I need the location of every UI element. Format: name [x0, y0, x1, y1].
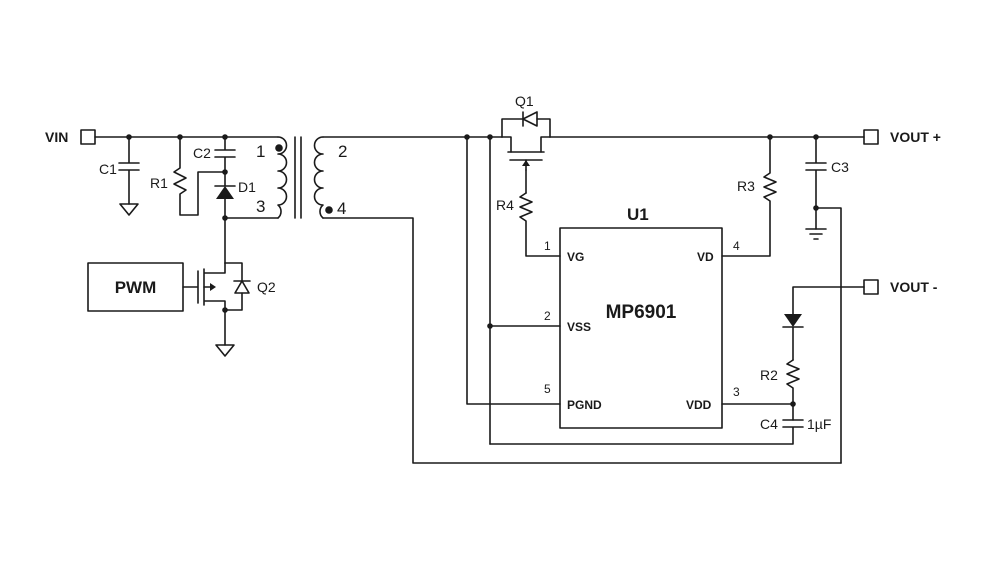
pin-vss-name: VSS [567, 320, 591, 334]
capacitor-c4: C4 1µF [489, 416, 831, 445]
resistor-r1: R1 [150, 136, 226, 216]
mosfet-q1: Q1 [501, 93, 551, 194]
vout-minus-wire [792, 286, 865, 315]
capacitor-c1: C1 [99, 136, 140, 216]
winding-2-label: 2 [338, 142, 347, 161]
pin-3-number: 3 [733, 385, 740, 399]
winding-3-label: 3 [256, 197, 265, 216]
pgnd-wire [466, 136, 561, 405]
pwm-block: PWM [87, 262, 184, 312]
pin-2-number: 2 [544, 309, 551, 323]
vin-terminal: VIN [45, 129, 96, 145]
winding-4-label: 4 [337, 199, 346, 218]
c3-label: C3 [831, 159, 849, 175]
pin-pgnd-name: PGND [567, 398, 602, 412]
transformer: 1 3 2 4 [256, 136, 347, 219]
vout-minus-label: VOUT - [890, 279, 938, 295]
vin-label: VIN [45, 129, 68, 145]
pin-1-number: 1 [544, 239, 551, 253]
vout-plus-terminal: VOUT + [863, 129, 941, 145]
c2-label: C2 [193, 145, 211, 161]
ground-q2 [215, 344, 235, 357]
pin-vdd-name: VDD [686, 398, 712, 412]
resistor-r2: R2 [760, 359, 800, 421]
d1-label: D1 [238, 179, 256, 195]
diode-d1: D1 [214, 171, 256, 264]
c1-label: C1 [99, 161, 117, 177]
c4-value-label: 1µF [807, 416, 831, 432]
c4-label: C4 [760, 416, 778, 432]
pin-5-number: 5 [544, 382, 551, 396]
mosfet-q2: Q2 [182, 262, 276, 346]
r1-label: R1 [150, 175, 168, 191]
capacitor-c3: C3 [805, 136, 849, 464]
secondary-return-wire [322, 217, 842, 464]
winding-1-label: 1 [256, 142, 265, 161]
pin-vg-name: VG [567, 250, 584, 264]
ic-ref-label: U1 [627, 205, 649, 224]
pin-vd-name: VD [697, 250, 714, 264]
pin-4-number: 4 [733, 239, 740, 253]
resistor-r3: R3 [721, 136, 777, 257]
r3-label: R3 [737, 178, 755, 194]
capacitor-c2: C2 [193, 136, 236, 173]
diode-vdd [782, 314, 804, 361]
pwm-label: PWM [115, 278, 157, 297]
q1-label: Q1 [515, 93, 534, 109]
ic-u1: U1 MP6901 1 VG 2 VSS 5 PGND 4 VD 3 VDD [544, 205, 740, 429]
r2-label: R2 [760, 367, 778, 383]
ic-part-label: MP6901 [606, 302, 677, 323]
r4-label: R4 [496, 197, 514, 213]
q2-label: Q2 [257, 279, 276, 295]
vout-plus-label: VOUT + [890, 129, 941, 145]
resistor-r4: R4 [496, 192, 561, 257]
vout-minus-terminal: VOUT - [863, 279, 938, 295]
